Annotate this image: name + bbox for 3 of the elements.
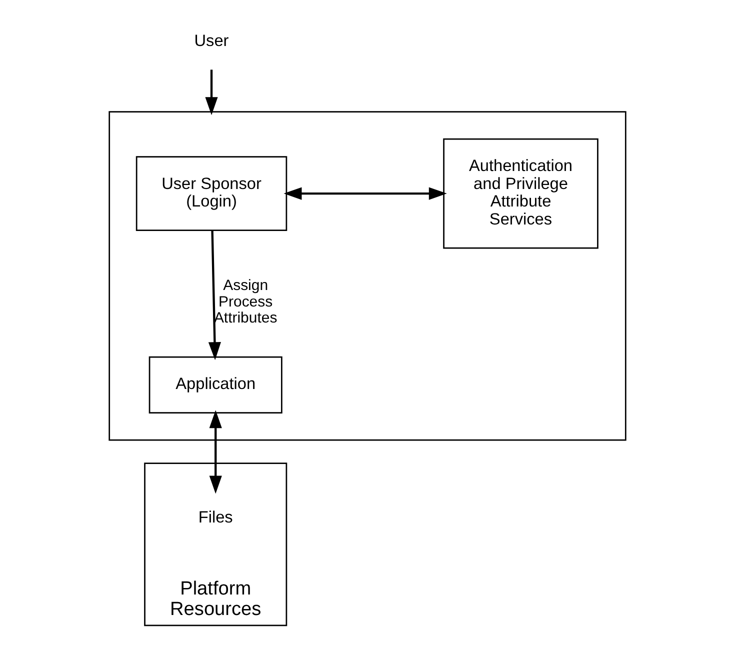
edge-label: Assign Process Attributes: [213, 276, 277, 327]
node-text: Files: [198, 508, 232, 527]
node-text: User: [194, 32, 228, 50]
